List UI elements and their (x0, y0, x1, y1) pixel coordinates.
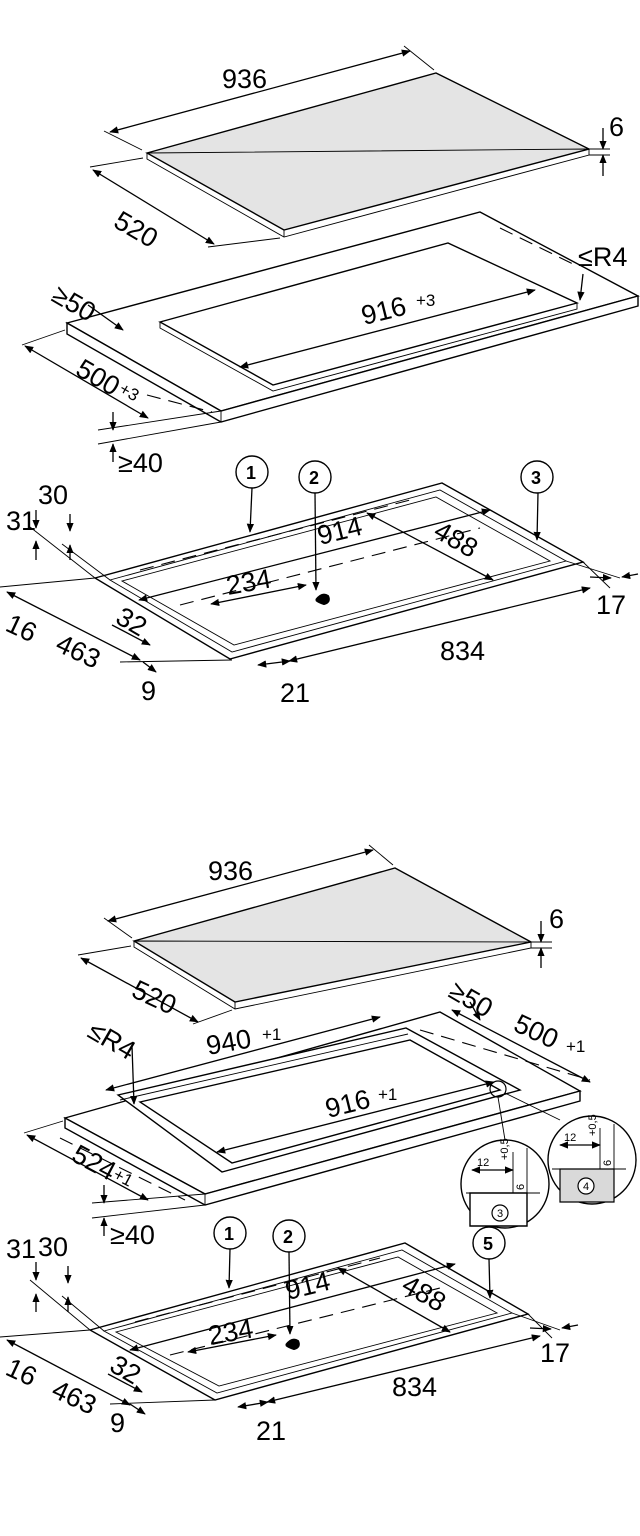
detail-right-b: 12 +0,5 6 4 (547, 1114, 637, 1205)
dim-6-a: 6 (609, 112, 624, 142)
dim-834-b: 834 (392, 1372, 437, 1402)
dim-min50-b: ≥50 (444, 975, 498, 1023)
detail-right-tol: +0,5 (587, 1114, 599, 1136)
dim-min40-a: ≥40 (118, 448, 163, 478)
dim-940-tol-b: +1 (262, 1025, 281, 1044)
dim-16-a: 16 (1, 608, 41, 648)
diagram-a: 936 520 6 ≥50 ≤R4 (0, 45, 640, 708)
dim-9-b: 9 (110, 1408, 125, 1438)
dim-17-b: 17 (540, 1338, 570, 1368)
dim-30-a: 30 (38, 480, 68, 510)
detail-left-b: 12 +0,5 6 3 (460, 1138, 550, 1229)
worktop-a: ≥50 ≤R4 916 +3 500 +3 ≥40 (21, 211, 640, 478)
dim-936-b: 936 (208, 856, 253, 886)
detail-left-tol: +0,5 (499, 1138, 511, 1160)
worktop-b: ≤R4 940 +1 ≥50 500 +1 916 +1 524 +1 (23, 975, 591, 1250)
detail-label-3: 3 (497, 1208, 503, 1220)
dim-520-b: 520 (127, 974, 181, 1020)
dim-520-a: 520 (109, 205, 163, 254)
svg-text:3: 3 (531, 468, 541, 488)
detail-label-4: 4 (583, 1181, 589, 1193)
callout-3-a: 3 (520, 460, 554, 541)
dim-916-tol-b: +1 (378, 1085, 397, 1104)
dim-6-b: 6 (549, 904, 564, 934)
dim-16-b: 16 (1, 1352, 41, 1392)
svg-text:1: 1 (246, 463, 256, 483)
hob-frame-a (93, 482, 585, 660)
dim-500-b: 500 (509, 1008, 563, 1054)
hob-top-a: 936 520 6 (89, 45, 624, 254)
hob-body-b: 1 2 5 31 30 914 (0, 1216, 579, 1446)
detail-right-6: 6 (602, 1160, 614, 1166)
callout-1-b: 1 (213, 1216, 247, 1289)
dim-9-a: 9 (141, 676, 156, 706)
dim-min40-b: ≥40 (110, 1220, 155, 1250)
dim-17-a: 17 (596, 590, 626, 620)
dim-463-a: 463 (51, 628, 105, 674)
dim-21-b: 21 (256, 1416, 286, 1446)
svg-text:1: 1 (224, 1224, 234, 1244)
dim-31-b: 31 (6, 1234, 36, 1264)
svg-text:5: 5 (483, 1234, 493, 1254)
hob-body-a: 1 2 3 31 30 914 (0, 455, 639, 708)
svg-text:2: 2 (283, 1227, 293, 1247)
dim-916-tol-a: +3 (416, 291, 435, 310)
dim-21-a: 21 (280, 678, 310, 708)
callout-5-b: 5 (472, 1226, 506, 1299)
hob-glass-a (145, 72, 591, 231)
detail-left-6: 6 (515, 1184, 527, 1190)
hob-glass-edge-a (146, 148, 590, 238)
detail-left-12: 12 (477, 1157, 489, 1169)
dim-30-b: 30 (38, 1232, 68, 1262)
dim-936-a: 936 (222, 64, 267, 94)
callout-1-a: 1 (235, 455, 269, 533)
dim-940-b: 940 (204, 1024, 254, 1061)
svg-text:2: 2 (309, 468, 319, 488)
dim-31-a: 31 (6, 506, 36, 536)
diagram-b: 936 520 6 (0, 844, 637, 1446)
dim-500-tol-b: +1 (566, 1037, 585, 1056)
dim-463-b: 463 (47, 1374, 101, 1420)
dim-834-a: 834 (440, 636, 485, 666)
detail-right-12: 12 (564, 1132, 576, 1144)
dim-r4-a: ≤R4 (578, 242, 627, 272)
